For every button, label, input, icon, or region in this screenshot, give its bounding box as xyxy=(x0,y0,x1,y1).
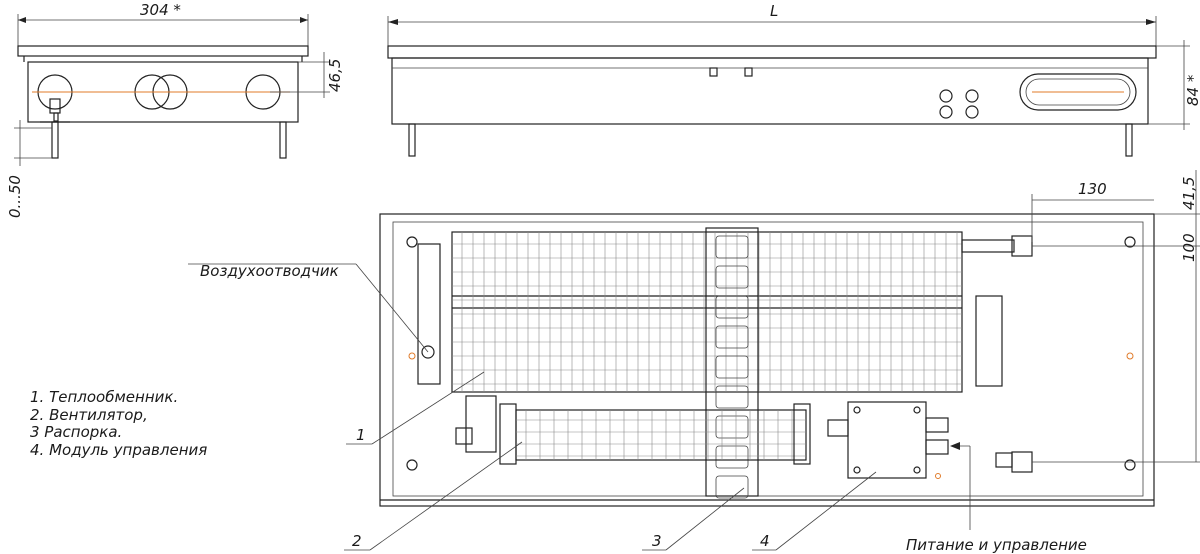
callout-1: 1 xyxy=(356,426,366,444)
dim-pipe-height: 46,5 xyxy=(326,59,344,92)
screw-icon xyxy=(406,236,1136,471)
callout-power: Питание и управление xyxy=(906,536,1087,554)
callout-3: 3 xyxy=(652,532,662,550)
dim-top-offset: 41,5 xyxy=(1180,177,1198,210)
callout-2: 2 xyxy=(352,532,362,550)
legend: 1. Теплообменник. 2. Вентилятор, 3 Распо… xyxy=(30,388,207,459)
legend-item-2: 2. Вентилятор, xyxy=(30,406,148,424)
fan xyxy=(455,395,811,465)
front-view: L 84 * xyxy=(387,2,1200,157)
control-module xyxy=(827,401,949,479)
legend-item-1: 1. Теплообменник. xyxy=(30,388,178,406)
legend-item-4: 4. Модуль управления xyxy=(30,441,207,459)
dim-leg-height: 0...50 xyxy=(6,175,24,218)
top-view: 130 41,5 100 xyxy=(379,170,1200,507)
dim-pipe-spacing: 100 xyxy=(1180,233,1198,262)
spacer xyxy=(705,227,759,499)
dim-length: L xyxy=(770,2,778,20)
callouts: Воздухоотводчик 1 2 3 4 Питание и управл… xyxy=(188,262,1087,554)
callout-4: 4 xyxy=(760,532,770,550)
callout-air-vent: Воздухоотводчик xyxy=(200,262,339,280)
end-view: 304 * 46,5 0...50 xyxy=(6,1,344,218)
dim-connection-offset: 130 xyxy=(1078,180,1107,198)
dim-side-width: 304 * xyxy=(140,1,181,19)
dim-body-height: 84 * xyxy=(1184,74,1200,106)
heat-exchanger xyxy=(417,231,1033,473)
legend-item-3: 3 Распорка. xyxy=(30,423,122,441)
